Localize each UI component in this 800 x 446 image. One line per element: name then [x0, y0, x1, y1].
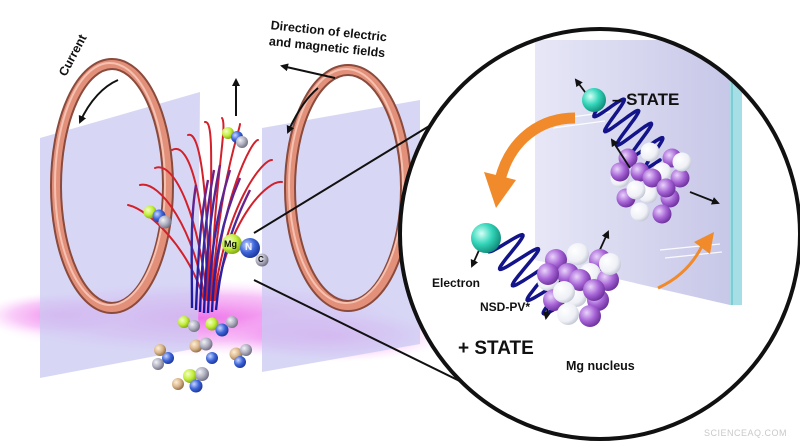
molecule-left	[143, 205, 172, 229]
n-atom-label: N	[245, 242, 253, 253]
proton	[583, 279, 605, 301]
left-current-coil	[50, 58, 174, 314]
proton	[579, 305, 601, 327]
electron-label: Electron	[432, 276, 481, 290]
neutron	[626, 180, 646, 200]
left-coil-current-arrow	[78, 79, 119, 124]
transition-arrow-left	[484, 112, 576, 208]
proton	[652, 204, 672, 224]
left-field-plate	[40, 92, 200, 378]
neutron	[557, 303, 579, 325]
molecule-top	[222, 127, 248, 148]
c-atom-label: C	[258, 255, 264, 264]
molecule-cloud	[152, 316, 252, 393]
proton	[537, 263, 559, 285]
minus-state-electron	[574, 78, 606, 112]
neutron	[640, 142, 660, 162]
neutron	[567, 243, 589, 265]
proton	[642, 168, 662, 188]
minus-state-label: – STATE	[612, 90, 680, 109]
proton	[656, 178, 676, 198]
plus-state-label: + STATE	[458, 338, 534, 359]
neutron	[672, 152, 692, 172]
neutron	[553, 281, 575, 303]
watermark: SCIENCEAQ.COM	[704, 428, 788, 438]
proton	[610, 162, 630, 182]
proton	[670, 168, 690, 188]
neutron	[599, 253, 621, 275]
transition-arrow-right	[657, 232, 714, 290]
minus-state-spin-arrows	[610, 138, 720, 205]
proton	[618, 148, 638, 168]
right-coil-current-arrow	[286, 87, 319, 134]
neutron	[630, 202, 650, 222]
minus-state-nucleus	[610, 142, 692, 224]
molecule-mgnc	[222, 234, 269, 267]
field-direction-arrow	[280, 63, 336, 79]
zoom-lens	[398, 27, 800, 441]
mg-atom-label: Mg	[224, 239, 237, 249]
mg-nucleus-label: Mg nucleus	[566, 359, 635, 373]
plus-state-electron	[470, 223, 501, 268]
plus-state-nucleus	[537, 243, 621, 327]
nsd-pv-label: NSD-PV*	[480, 300, 531, 314]
molecular-beam-stem	[190, 164, 252, 314]
